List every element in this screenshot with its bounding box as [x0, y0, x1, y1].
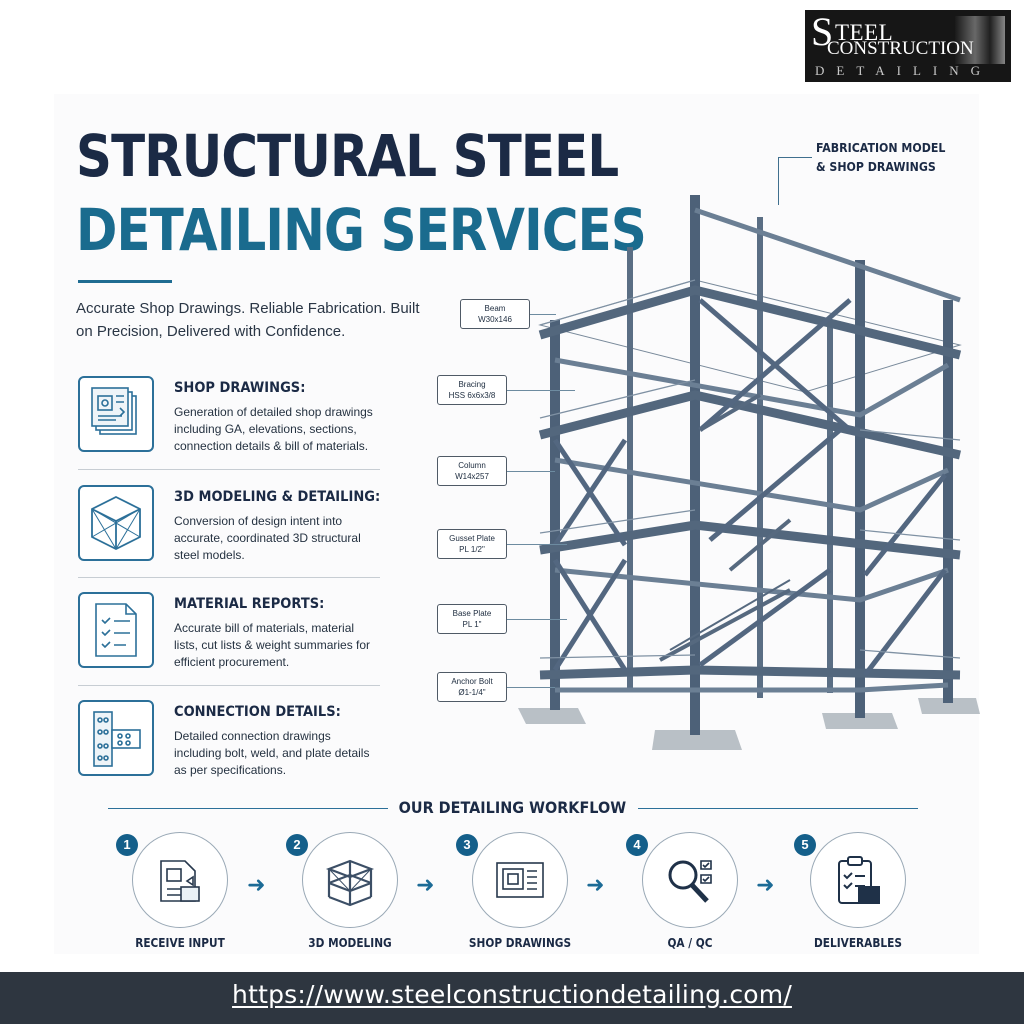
callout-leader — [507, 390, 575, 391]
callout-spec: PL 1" — [462, 620, 482, 629]
page-title-line-1: STRUCTURAL STEEL — [76, 122, 619, 190]
steel-frame-icon — [325, 859, 375, 907]
callout-leader — [507, 471, 555, 472]
callout-bracing: Bracing HSS 6x6x3/8 — [437, 375, 507, 405]
blueprint-icon — [78, 376, 154, 452]
callout-leader — [507, 619, 567, 620]
magnifier-check-icon — [668, 860, 712, 903]
step-number-badge: 3 — [456, 834, 478, 856]
connection-plate-icon — [78, 700, 154, 776]
footing — [518, 708, 586, 724]
drawing-sheet-icon — [496, 862, 544, 898]
fabrication-model-label: FABRICATION MODEL & SHOP DRAWINGS — [816, 138, 945, 176]
step-number-badge: 2 — [286, 834, 308, 856]
step-number-badge: 5 — [794, 834, 816, 856]
fabrication-label-line-1: FABRICATION MODEL — [816, 140, 946, 155]
callout-name: Base Plate — [452, 609, 492, 618]
title-underline — [78, 280, 172, 283]
infographic-panel — [54, 94, 979, 954]
workflow-step-shop-drawings: 3 SHOP DRAWINGS — [456, 832, 586, 956]
callout-name: Anchor Bolt — [451, 677, 493, 686]
callout-spec: Ø1-1/4" — [458, 688, 486, 697]
callout-leader — [530, 314, 556, 315]
website-link[interactable]: https://www.steelconstructiondetailing.c… — [232, 980, 792, 1009]
callout-base-plate: Base Plate PL 1" — [437, 604, 507, 634]
step-circle — [810, 832, 906, 928]
label-leader-line — [778, 157, 812, 158]
workflow-title: OUR DETAILING WORKFLOW — [0, 798, 1024, 818]
callout-name: Gusset Plate — [449, 534, 495, 543]
workflow-step-deliverables: 5 DELIVERABLES — [794, 832, 924, 956]
company-logo: S TEEL CONSTRUCTION DETAILING — [805, 10, 1011, 82]
arrow-right-icon: ➜ — [586, 872, 605, 897]
footing — [822, 713, 898, 729]
callout-anchor-bolt: Anchor Bolt Ø1-1/4" — [437, 672, 507, 702]
logo-word-detailing: DETAILING — [815, 63, 992, 78]
footing — [652, 730, 742, 750]
callout-beam: Beam W30x146 — [460, 299, 530, 329]
step-label: RECEIVE INPUT — [135, 936, 225, 950]
page-title-line-2: DETAILING SERVICES — [76, 196, 647, 264]
logo-word-construction: CONSTRUCTION — [827, 38, 974, 59]
step-label: SHOP DRAWINGS — [468, 936, 572, 950]
fabrication-label-line-2: & SHOP DRAWINGS — [816, 159, 936, 174]
document-input-icon — [160, 860, 200, 902]
step-circle — [642, 832, 738, 928]
service-title: 3D MODELING & DETAILING: — [174, 489, 381, 505]
callout-spec: PL 1/2" — [459, 545, 485, 554]
callout-name: Beam — [484, 304, 506, 313]
callout-name: Bracing — [458, 380, 486, 389]
step-circle — [302, 832, 398, 928]
beam-level-2 — [539, 520, 961, 560]
label-leader-line — [778, 157, 779, 205]
steel-structure-illustration — [518, 195, 980, 750]
clipboard-package-icon — [838, 856, 880, 904]
arrow-right-icon: ➜ — [416, 872, 435, 897]
workflow-rule-right — [638, 808, 918, 809]
cube-frame-icon — [78, 485, 154, 561]
callout-spec: W14x257 — [455, 472, 489, 481]
callout-gusset-plate: Gusset Plate PL 1/2" — [437, 529, 507, 559]
workflow-step-3d-modeling: 2 3D MODELING — [286, 832, 416, 956]
step-number-badge: 1 — [116, 834, 138, 856]
callout-leader — [507, 687, 555, 688]
step-label: DELIVERABLES — [814, 936, 902, 950]
workflow-title-text: OUR DETAILING WORKFLOW — [398, 798, 626, 817]
callout-column: Column W14x257 — [437, 456, 507, 486]
logo-steel-bar-graphic — [955, 16, 1005, 64]
arrow-right-icon: ➜ — [247, 872, 266, 897]
step-number-badge: 4 — [626, 834, 648, 856]
footing — [918, 698, 980, 714]
tagline: Accurate Shop Drawings. Reliable Fabrica… — [76, 300, 420, 340]
workflow-rule-left — [108, 808, 388, 809]
step-label: 3D MODELING — [308, 936, 392, 950]
checklist-icon — [78, 592, 154, 668]
divider — [78, 577, 380, 578]
divider — [78, 685, 380, 686]
arrow-right-icon: ➜ — [756, 872, 775, 897]
divider — [78, 469, 380, 470]
beam-level-1 — [539, 665, 961, 680]
service-title: SHOP DRAWINGS: — [174, 380, 306, 396]
beam-level-3 — [538, 390, 961, 460]
callout-spec: HSS 6x6x3/8 — [448, 391, 496, 400]
step-circle — [132, 832, 228, 928]
callout-spec: W30x146 — [478, 315, 512, 324]
beam-level-roof — [538, 285, 962, 360]
logo-initial: S — [811, 9, 834, 54]
service-description: Detailed connection drawings including b… — [174, 729, 370, 777]
service-title: MATERIAL REPORTS: — [174, 596, 325, 612]
workflow-step-qa-qc: 4 QA / QC — [626, 832, 756, 956]
service-title: CONNECTION DETAILS: — [174, 704, 341, 720]
service-description: Generation of detailed shop drawings inc… — [174, 405, 373, 453]
callout-leader — [507, 544, 567, 545]
step-label: QA / QC — [667, 936, 713, 950]
logo-word-steel: TEEL — [835, 20, 894, 45]
workflow-step-receive-input: 1 RECEIVE INPUT — [116, 832, 246, 956]
service-description: Conversion of design intent into accurat… — [174, 514, 361, 562]
step-circle — [472, 832, 568, 928]
footer-bar: https://www.steelconstructiondetailing.c… — [0, 972, 1024, 1024]
callout-name: Column — [458, 461, 486, 470]
service-description: Accurate bill of materials, material lis… — [174, 621, 371, 669]
